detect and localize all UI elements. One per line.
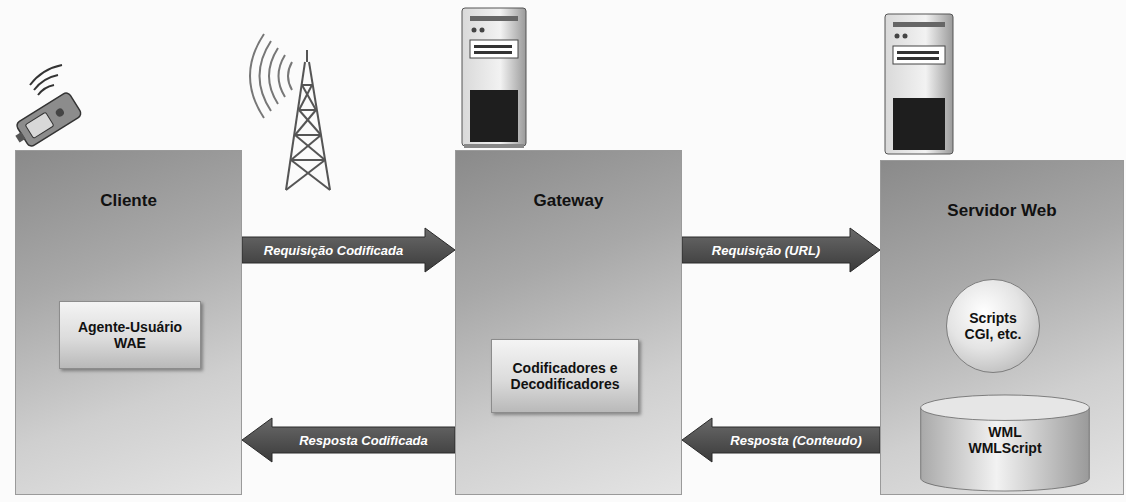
server-panel: Servidor WebScripts CGI, etc. WML WMLScri… <box>880 160 1124 495</box>
radio-waves <box>250 34 292 118</box>
block-arrow <box>682 228 880 272</box>
signal-waves <box>30 65 62 95</box>
arrow-label: Requisição (URL) <box>712 243 820 258</box>
agent-box: Agente-Usuário WAE <box>59 301 201 369</box>
arrow-label: Resposta (Conteudo) <box>730 433 861 448</box>
codec-box: Codificadores e Decodificadores <box>491 339 639 413</box>
node-label: WML WMLScript <box>959 424 1051 456</box>
node-label: Codificadores e Decodificadores <box>504 360 626 392</box>
database-cylinder: WML WMLScript <box>919 394 1091 492</box>
gateway-panel: GatewayCodificadores e Decodificadores <box>455 150 682 495</box>
server-tower <box>885 14 953 154</box>
server-tower <box>462 8 526 148</box>
arrow-label: Requisição Codificada <box>264 243 403 258</box>
panel-title: Gateway <box>456 191 681 211</box>
panel-title: Cliente <box>16 191 241 211</box>
block-arrow <box>682 418 880 462</box>
scripts-circle: Scripts CGI, etc. <box>946 279 1040 373</box>
phone-icon <box>10 91 83 151</box>
node-label: Scripts CGI, etc. <box>957 310 1029 342</box>
panel-title: Servidor Web <box>881 201 1123 221</box>
block-arrow <box>242 228 455 272</box>
antenna-tower <box>286 50 330 190</box>
block-arrow <box>242 418 455 462</box>
client-panel: ClienteAgente-Usuário WAE <box>15 150 242 495</box>
node-label: Agente-Usuário WAE <box>69 319 191 351</box>
arrow-label: Resposta Codificada <box>299 433 428 448</box>
